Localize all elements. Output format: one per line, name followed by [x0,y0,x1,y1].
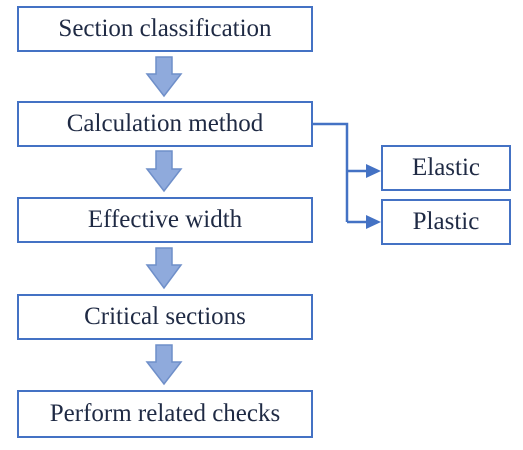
step-label: Section classification [58,15,272,42]
step-label: Perform related checks [49,400,281,427]
branch-arrowhead-plastic [366,215,381,229]
down-arrow-1 [145,56,183,98]
option-label: Elastic [411,154,481,181]
step-perform-related-checks: Perform related checks [17,390,313,438]
step-effective-width: Effective width [17,197,313,243]
option-elastic: Elastic [381,145,511,191]
branch-connector-line [313,122,368,224]
branch-arrowhead-elastic [366,164,381,178]
step-label: Effective width [87,206,243,233]
step-label: Calculation method [66,110,264,137]
step-section-classification: Section classification [17,6,313,52]
step-critical-sections: Critical sections [17,294,313,340]
step-calculation-method: Calculation method [17,101,313,147]
option-label: Plastic [412,208,480,235]
option-plastic: Plastic [381,199,511,245]
down-arrow-3 [145,247,183,290]
step-label: Critical sections [84,303,246,330]
down-arrow-2 [145,150,183,193]
down-arrow-4 [145,344,183,386]
